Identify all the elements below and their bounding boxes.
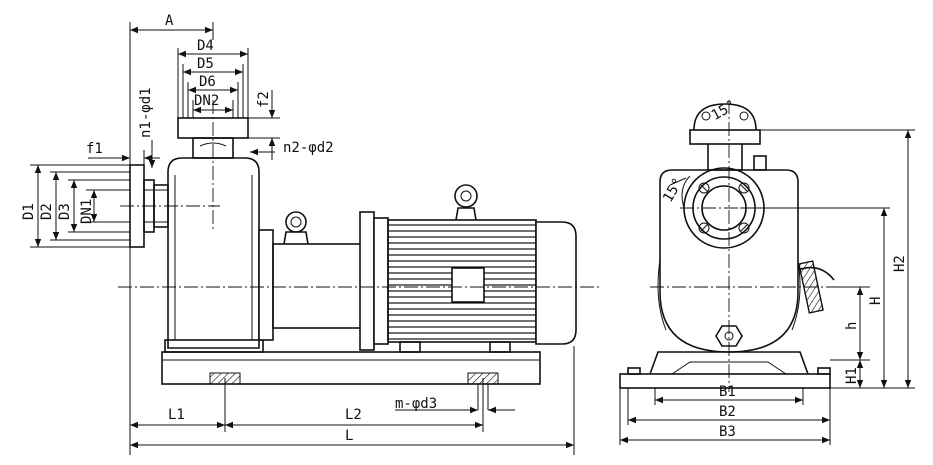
dim-label-B3: B3 [719, 424, 736, 440]
dim-label-D2: D2 [39, 203, 55, 220]
angle-label-top: 15° [709, 97, 739, 124]
front-dimensions: H2 H h H1 B1 B2 B3 [619, 129, 915, 445]
lifting-eye-bracket [285, 211, 307, 233]
dim-label-f1: f1 [86, 141, 103, 157]
fan-cover [535, 221, 577, 345]
dim-label-n1-d1: n1-φd1 [138, 87, 154, 138]
dim-label-B1: B1 [719, 384, 736, 400]
motor-flange [359, 211, 375, 351]
front-base [619, 373, 831, 389]
pump-foot [164, 339, 264, 353]
base-plate [161, 351, 541, 385]
dim-label-H1: H1 [844, 367, 860, 384]
dim-label-DN1: DN1 [79, 199, 95, 224]
front-view: 15° 15° [619, 97, 890, 392]
dim-label-D1: D1 [21, 203, 37, 220]
bearing-bracket [272, 243, 364, 329]
dim-label-m-d3: m-φd3 [395, 396, 437, 412]
side-view [118, 100, 600, 385]
bracket-flange [258, 229, 274, 341]
dim-label-f2: f2 [256, 91, 272, 108]
dim-label-L: L [345, 428, 353, 444]
side-dimensions: A D4 D5 D6 DN2 n1-φd1 f2 n2-φd2 [21, 13, 575, 455]
dim-label-H: H [868, 297, 884, 305]
dim-label-L1: L1 [168, 407, 185, 423]
front-discharge-flange [689, 129, 761, 145]
dim-label-H2: H2 [892, 255, 908, 272]
dim-label-A: A [165, 13, 174, 29]
terminal-box [451, 267, 485, 303]
dim-label-n2-d2: n2-φd2 [283, 140, 334, 156]
dim-label-D5: D5 [197, 56, 214, 72]
pump-casing [167, 157, 260, 349]
drain-plug [715, 325, 743, 347]
dim-label-B2: B2 [719, 404, 736, 420]
lifting-eye-motor [454, 184, 478, 208]
dim-label-h: h [844, 322, 860, 330]
dim-label-L2: L2 [345, 407, 362, 423]
dim-label-D4: D4 [197, 38, 214, 54]
dim-label-DN2: DN2 [194, 93, 219, 109]
dim-label-D3: D3 [57, 203, 73, 220]
dim-label-D6: D6 [199, 74, 216, 90]
